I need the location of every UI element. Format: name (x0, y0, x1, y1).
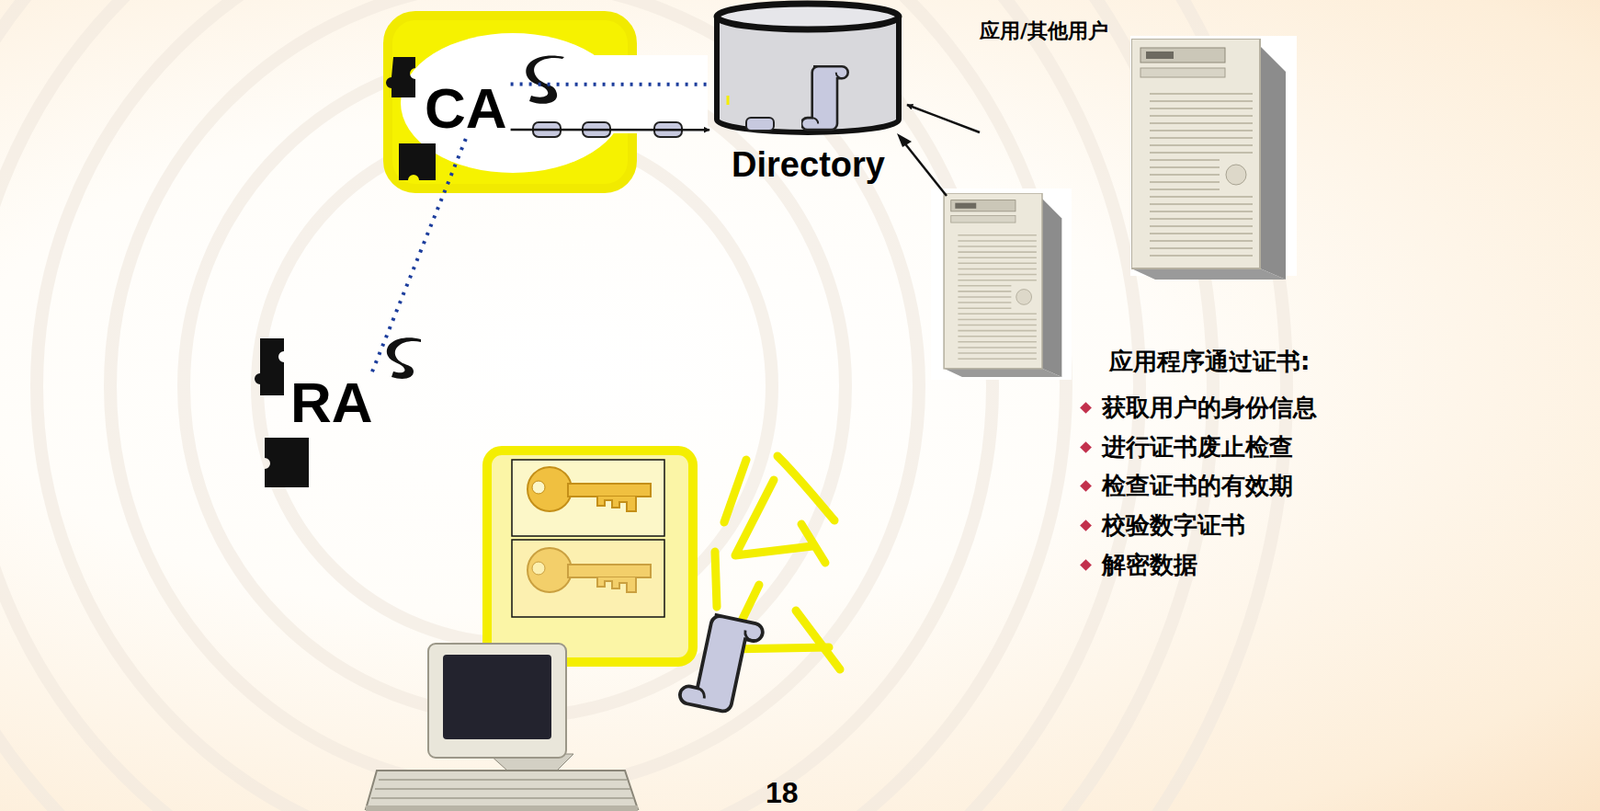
issue-arrow (510, 128, 710, 132)
application-server: 应用/其他用户 (979, 18, 1297, 281)
list-item: 解密数据 (1101, 549, 1198, 581)
list-heading: 应用程序通过证书: (1109, 346, 1310, 378)
bullet-diamond (1079, 558, 1092, 571)
list-item: 进行证书废止检查 (1101, 431, 1294, 464)
ra-node: RA (286, 372, 377, 433)
bullet-diamond (1079, 479, 1092, 492)
bullet-diamond (1079, 401, 1092, 414)
list-item: 校验数字证书 (1101, 510, 1246, 542)
node-label: 应用/其他用户 (979, 18, 1297, 46)
page-number: 18 (765, 777, 799, 807)
bullet-diamond (1079, 519, 1092, 532)
node-label: CA (424, 79, 508, 137)
directory-cylinder: Directory (709, 0, 908, 186)
ca-node: CA (420, 78, 511, 139)
node-label: Directory (709, 145, 908, 186)
node-shape (709, 0, 908, 140)
dotted-link (372, 138, 466, 373)
dotted-link (510, 82, 710, 87)
node-label: RA (290, 374, 374, 432)
list-item: 检查证书的有效期 (1101, 470, 1294, 502)
list-item: 获取用户的身份信息 (1101, 392, 1317, 424)
query-arrow (907, 104, 980, 133)
node-shape (1131, 38, 1295, 280)
bullet-diamond (1079, 441, 1092, 454)
